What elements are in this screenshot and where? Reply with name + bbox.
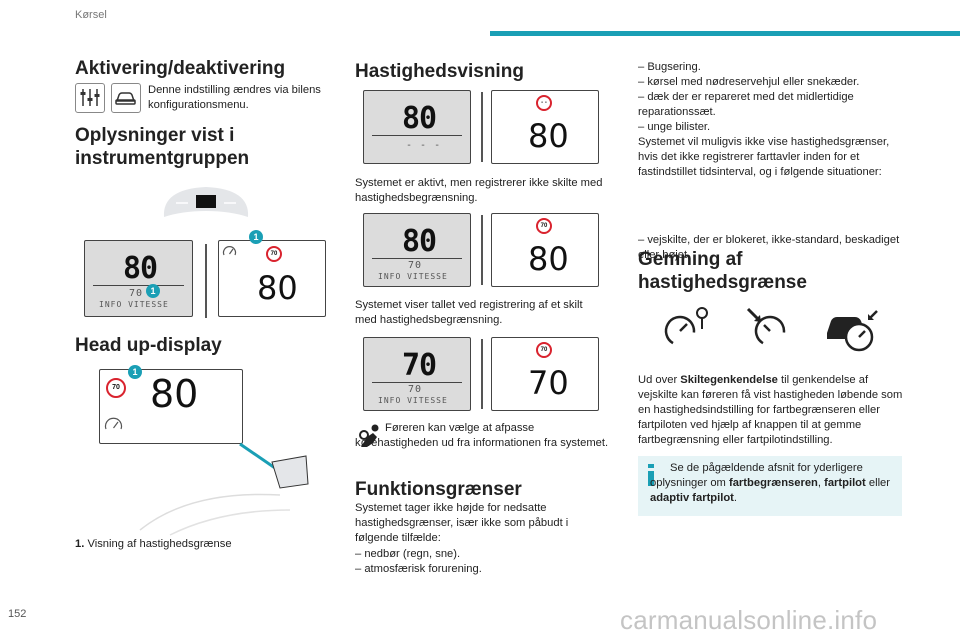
- speed-limit-small: 70: [129, 288, 144, 299]
- callout-marker: 1: [128, 365, 142, 379]
- limits-item: – dæk der er repareret med det midlertid…: [638, 91, 854, 118]
- info-icon: [648, 464, 654, 486]
- separator: [481, 339, 483, 409]
- speed-limit-sign-icon: 70: [106, 378, 126, 398]
- display-2-text: Systemet viser tallet ved registrering a…: [355, 299, 583, 326]
- display-2-left: 80 70 INFO VITESSE: [363, 213, 471, 287]
- info-box: [638, 456, 902, 516]
- limits-item: – Bugsering.: [638, 61, 701, 73]
- heading-save-limit: Gemning af hastighedsgrænse: [638, 249, 807, 293]
- header-accent-bar: [490, 31, 960, 36]
- speed-value: 80: [528, 240, 569, 278]
- display-3-text-block: Føreren kan vælge at afpasse kørehastigh…: [355, 421, 613, 451]
- speedometer-icon: [104, 417, 123, 430]
- speed-value: 80: [123, 251, 158, 286]
- separator: [205, 244, 207, 318]
- speed-limit-sign-icon: 70: [536, 218, 552, 234]
- speedometer-arrow-icon: [746, 307, 786, 347]
- instrument-cluster-illustration: [163, 187, 249, 217]
- display-1-left: 80 - - -: [363, 90, 471, 164]
- save-text-post: til genkendelse af vejskilte kan føreren…: [638, 374, 903, 446]
- limits-intro: Systemet tager ikke højde for nedsatte h…: [355, 502, 569, 544]
- speed-value: 70: [528, 364, 569, 402]
- limits-item: – nedbør (regn, sne).: [355, 548, 461, 560]
- cluster-display-left: 80 70 INFO VITESSE: [84, 240, 193, 317]
- speed-limit-sign-icon: 70: [536, 342, 552, 358]
- info-text-end: .: [733, 492, 738, 504]
- watermark: carmanualsonline.info: [620, 605, 878, 635]
- speed-value: 80: [402, 101, 437, 136]
- info-link-cruise-control: fartpilot: [824, 477, 866, 489]
- speed-value: 80: [528, 117, 569, 155]
- settings-sliders-icon: [75, 83, 105, 113]
- info-text-sep: ,: [817, 477, 825, 489]
- speed-limit-dashes: - - -: [406, 140, 442, 151]
- page-number: 152: [8, 608, 27, 620]
- info-line: INFO VITESSE: [378, 272, 448, 281]
- heading-info-cluster: Oplysninger vist i instrumentgruppen: [75, 125, 250, 169]
- save-limit-text: Ud over Skiltegenkendelse til genkendels…: [638, 373, 903, 448]
- info-link-speed-limiter: fartbegrænseren: [728, 477, 818, 489]
- limits-item: – atmosfærisk forurening.: [355, 563, 482, 575]
- speed-limit-sign-icon: - -: [536, 95, 552, 111]
- info-link-adaptive-cruise: adaptiv fartpilot: [650, 492, 734, 504]
- speed-limit-sign-icon: 70: [266, 246, 282, 262]
- footnote: 1. Visning af hastighedsgrænse: [75, 537, 335, 552]
- display-1-right: - - 80: [491, 90, 599, 164]
- heading-hud: Head up-display: [75, 335, 222, 356]
- driver-icon: [355, 421, 385, 451]
- info-box-text: Se de pågældende afsnit for yderligere o…: [650, 461, 896, 506]
- speed-value: 80: [402, 224, 437, 259]
- car-icon: [111, 83, 141, 113]
- limits-item: – kørsel med nødreservehjul eller snekæd…: [638, 76, 860, 88]
- limits-item: – unge bilister.: [638, 121, 711, 133]
- cluster-display-right: 70 80: [218, 240, 326, 317]
- display-divider: [372, 135, 462, 136]
- footnote-number: 1.: [75, 538, 85, 550]
- display-3-right: 70 70: [491, 337, 599, 411]
- info-line: INFO VITESSE: [378, 396, 448, 405]
- display-divider: [372, 382, 462, 383]
- save-text-pre: Ud over: [638, 374, 681, 386]
- callout-marker: 1: [249, 230, 263, 244]
- display-3-left: 70 70 INFO VITESSE: [363, 337, 471, 411]
- info-line: INFO VITESSE: [99, 300, 169, 309]
- speedometer-icon: [222, 246, 237, 256]
- speed-limit-small: 70: [408, 384, 423, 395]
- hud-speed-value: 80: [150, 372, 199, 416]
- section-header: Kørsel: [75, 9, 107, 21]
- heading-limits: Funktionsgrænser: [355, 479, 522, 500]
- hud-projection-illustration: [139, 442, 309, 536]
- speedometer-save-icon: [664, 307, 708, 347]
- display-2-right: 70 80: [491, 213, 599, 287]
- display-divider: [372, 258, 462, 259]
- display-3-text: Føreren kan vælge at afpasse kørehastigh…: [355, 422, 609, 449]
- heading-activation: Aktivering/deaktivering: [75, 58, 286, 79]
- speed-value: 80: [257, 269, 298, 307]
- footnote-text: Visning af hastighedsgrænse: [87, 538, 232, 550]
- info-text-pre: Se de pågældende afsnit for yderligere o…: [650, 462, 863, 489]
- limits-situations-text: Systemet vil muligvis ikke vise hastighe…: [638, 136, 890, 178]
- car-speedometer-icon: [827, 310, 878, 352]
- separator: [481, 215, 483, 285]
- display-divider: [93, 285, 184, 286]
- heading-speed-display: Hastighedsvisning: [355, 61, 524, 82]
- speed-value: 70: [402, 348, 437, 383]
- info-text-sep: eller: [865, 477, 890, 489]
- speed-limit-small: 70: [408, 260, 423, 271]
- callout-marker: 1: [146, 284, 160, 298]
- separator: [481, 92, 483, 162]
- hud-display: 70 80: [99, 369, 243, 444]
- activation-text: Denne indstilling ændres via bilens konf…: [148, 84, 321, 111]
- limits-item: – vejskilte, der er blokeret, ikke-stand…: [638, 234, 900, 261]
- save-text-bold: Skiltegenkendelse: [680, 374, 778, 386]
- display-1-text: Systemet er aktivt, men registrerer ikke…: [355, 177, 603, 204]
